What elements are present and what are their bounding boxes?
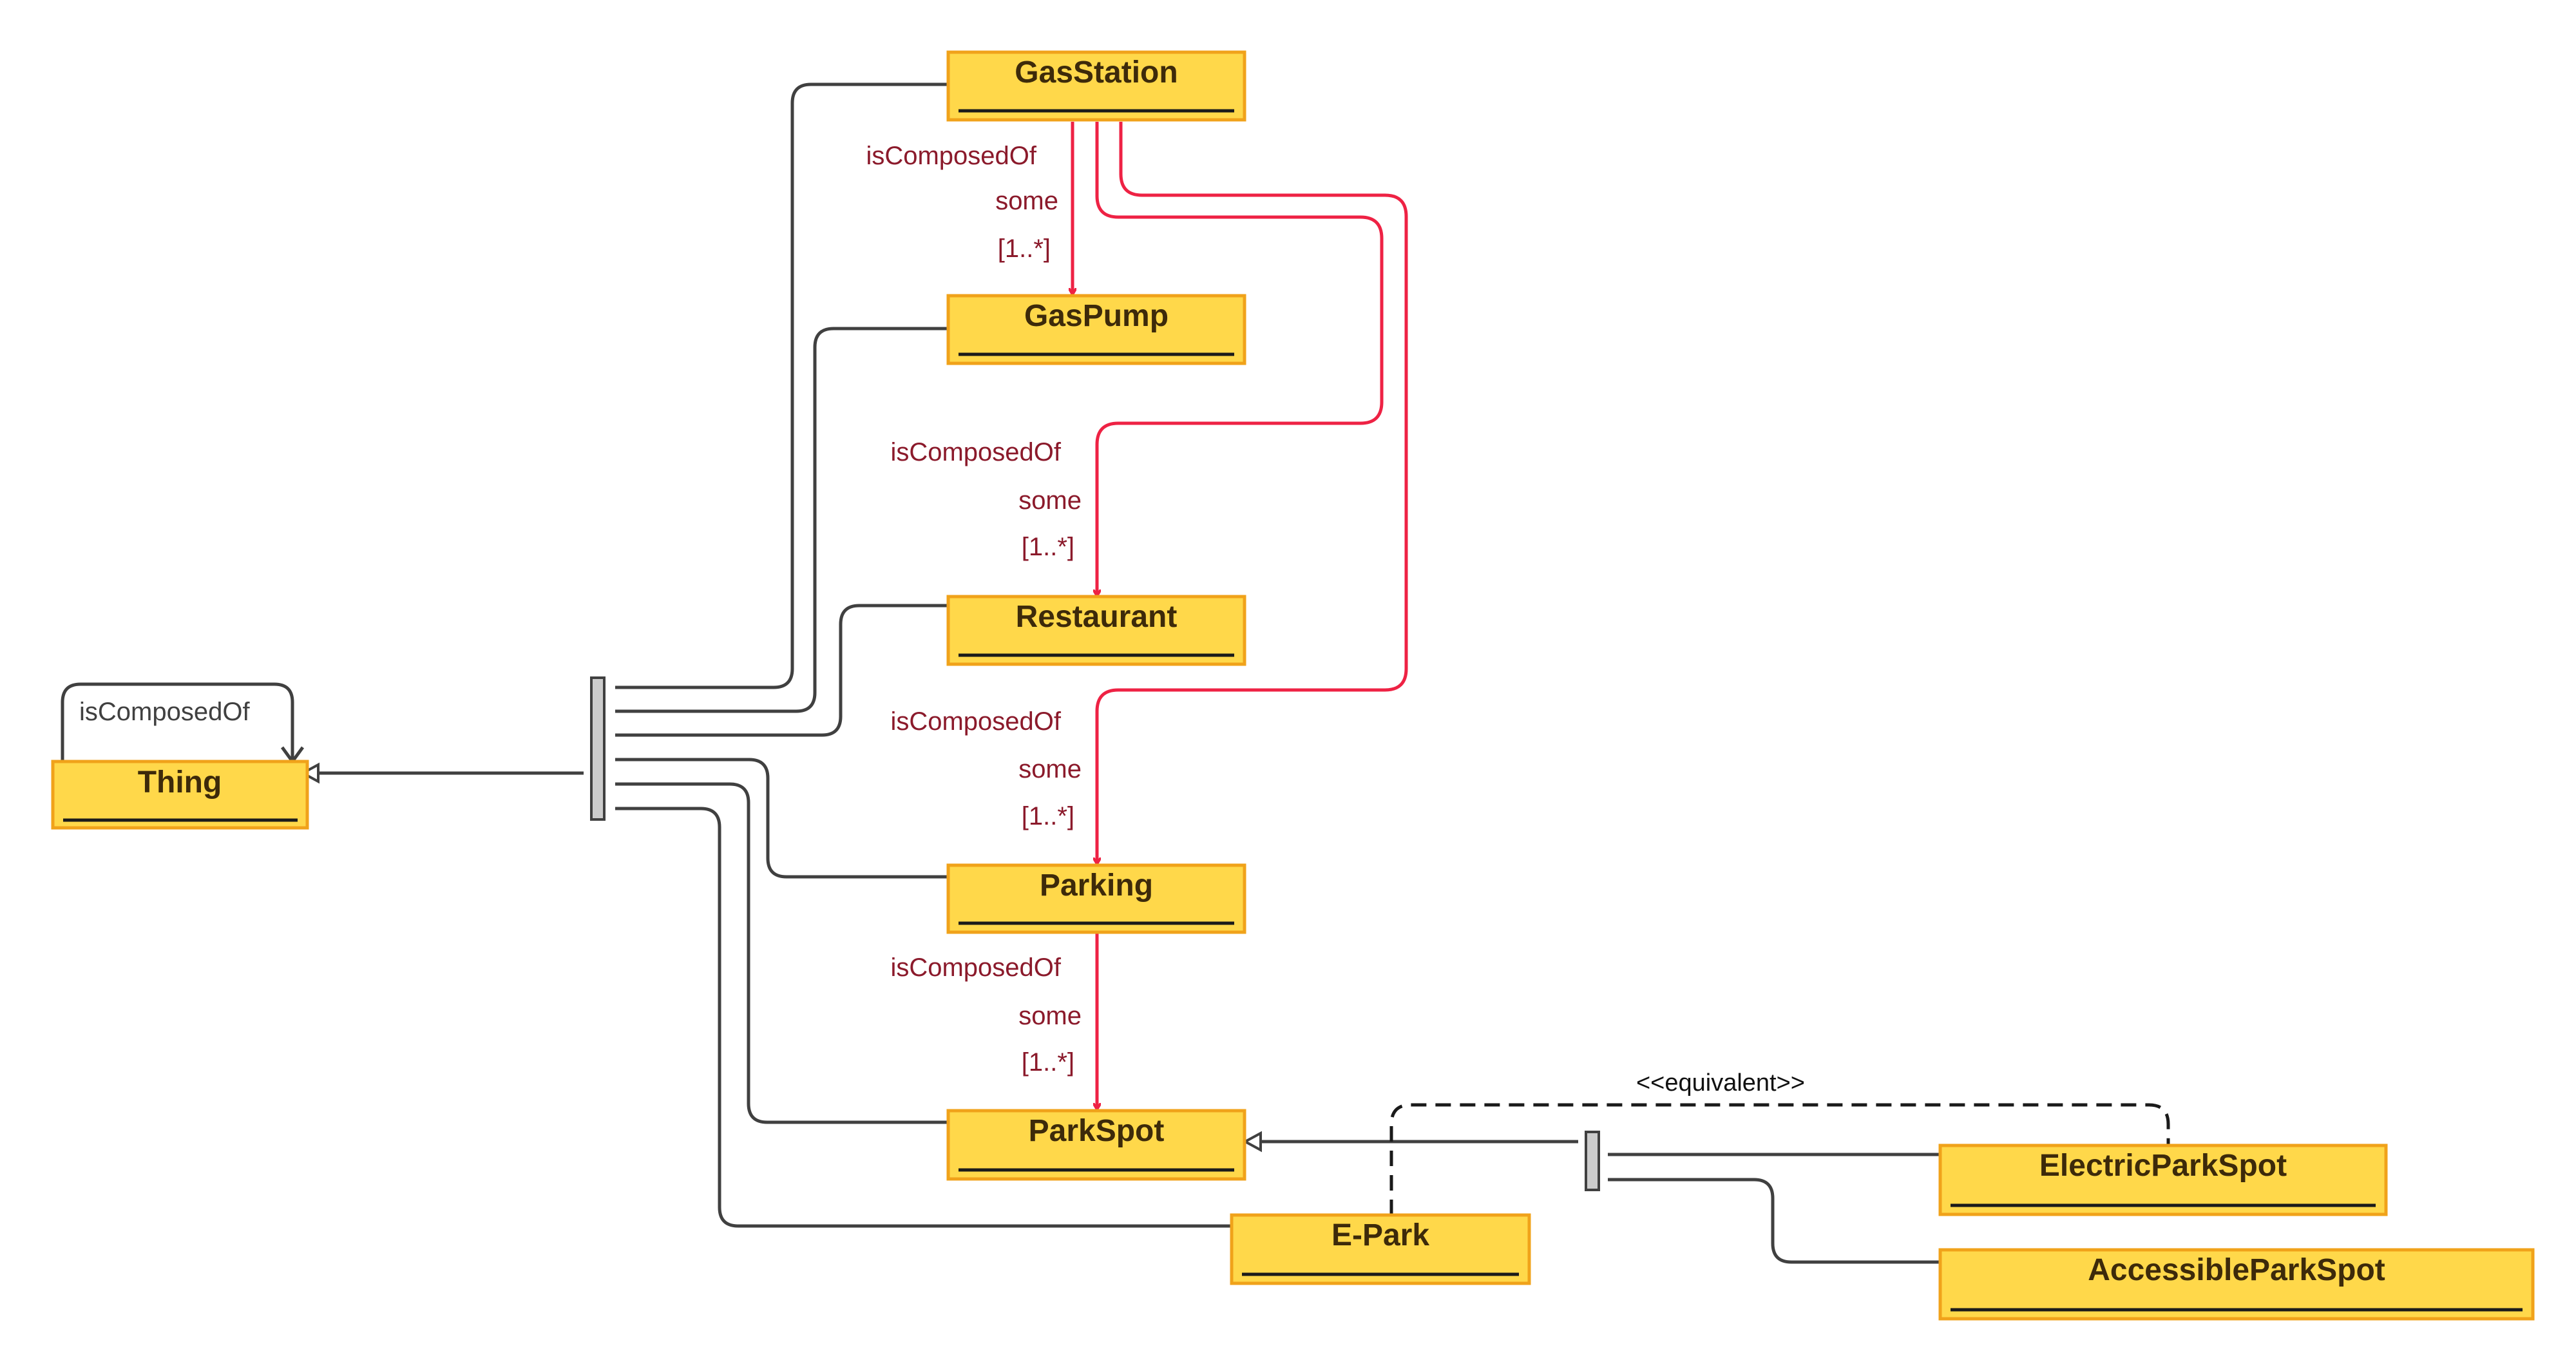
- class-parking[interactable]: Parking: [946, 863, 1246, 934]
- class-name-accessibleparkspot: AccessibleParkSpot: [2088, 1253, 2385, 1287]
- relation-cardinality-parking-parkspot: [1..*]: [1022, 1048, 1074, 1077]
- class-parkspot[interactable]: ParkSpot: [946, 1109, 1246, 1181]
- generalization-hub-thing: [590, 676, 606, 821]
- relation-quantifier-parking-parkspot: some: [1018, 1002, 1082, 1030]
- class-name-parkspot: ParkSpot: [1029, 1114, 1165, 1148]
- gen-line-parkspot: [615, 782, 947, 1124]
- generalization-hub-parkspot: [1585, 1131, 1600, 1191]
- gen-line-gasstation: [615, 82, 947, 689]
- thing-self-relation: isComposedOf: [61, 682, 305, 765]
- gen-line-accessibleparkspot: [1608, 1178, 1939, 1264]
- class-epark[interactable]: E-Park: [1230, 1213, 1531, 1285]
- class-electricparkspot[interactable]: ElectricParkSpot: [1938, 1144, 2388, 1216]
- relation-cardinality-gasstation-restaurant: [1..*]: [1022, 533, 1074, 561]
- relation-quantifier-gasstation-parking: some: [1018, 755, 1082, 783]
- equivalence-label: <<equivalent>>: [1636, 1069, 1805, 1097]
- self-relation-label: isComposedOf: [79, 698, 250, 726]
- equivalence-line: [1389, 1103, 2170, 1215]
- relation-property-gasstation-gaspump: isComposedOf: [866, 142, 1036, 170]
- parkspot-generalization-connectors: [1242, 1131, 1939, 1264]
- class-name-electricparkspot: ElectricParkSpot: [2039, 1149, 2287, 1183]
- gen-line-gaspump: [615, 327, 947, 713]
- composition-relations: isComposedOf some [1..*] isComposedOf so…: [866, 122, 1408, 1109]
- relation-line-gasstation-restaurant: [1097, 122, 1384, 596]
- gen-line-epark: [615, 807, 1230, 1228]
- class-name-restaurant: Restaurant: [1016, 600, 1178, 634]
- class-gaspump[interactable]: GasPump: [946, 294, 1246, 365]
- relation-quantifier-gasstation-gaspump: some: [995, 187, 1058, 215]
- generalization-connectors: [300, 82, 1230, 1228]
- relation-property-gasstation-parking: isComposedOf: [890, 707, 1061, 736]
- gen-line-parking: [615, 758, 947, 879]
- class-thing[interactable]: Thing: [51, 760, 309, 830]
- generalization-arrowhead-thing: [300, 762, 320, 784]
- class-restaurant[interactable]: Restaurant: [946, 595, 1246, 666]
- relation-cardinality-gasstation-gaspump: [1..*]: [998, 235, 1051, 263]
- class-name-parking: Parking: [1040, 868, 1153, 903]
- class-name-epark: E-Park: [1331, 1218, 1429, 1252]
- class-name-gaspump: GasPump: [1024, 299, 1169, 333]
- relation-cardinality-gasstation-parking: [1..*]: [1022, 802, 1074, 830]
- class-accessibleparkspot[interactable]: AccessibleParkSpot: [1938, 1248, 2535, 1321]
- self-relation-line: [61, 682, 294, 760]
- relation-line-gasstation-parking: [1097, 122, 1408, 864]
- relation-property-parking-parkspot: isComposedOf: [890, 953, 1061, 982]
- class-name-thing: Thing: [138, 765, 222, 800]
- generalization-arrowhead-parkspot: [1242, 1131, 1262, 1153]
- equivalence-connector: <<equivalent>>: [1389, 1069, 2170, 1215]
- class-gasstation[interactable]: GasStation: [946, 50, 1246, 122]
- relation-quantifier-gasstation-restaurant: some: [1018, 486, 1082, 515]
- relation-property-gasstation-restaurant: isComposedOf: [890, 438, 1061, 466]
- class-name-gasstation: GasStation: [1015, 55, 1178, 90]
- gen-line-restaurant: [615, 604, 947, 737]
